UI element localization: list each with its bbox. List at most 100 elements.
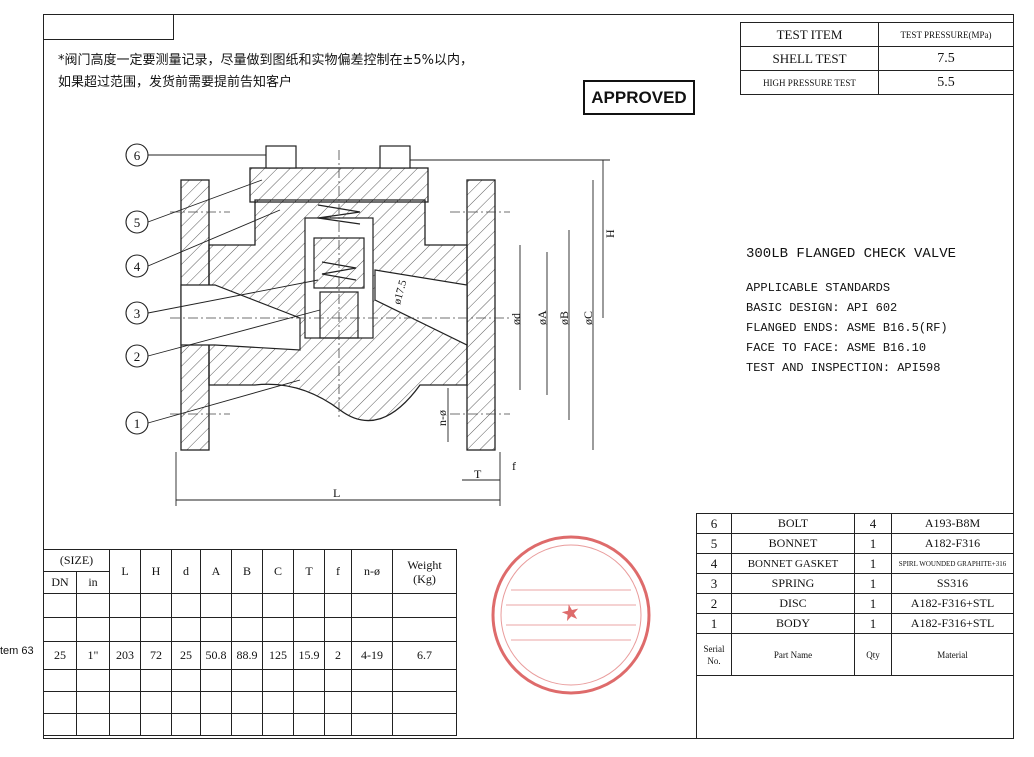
standards-heading: APPLICABLE STANDARDS [746, 281, 891, 295]
shell-test-label: SHELL TEST [740, 46, 879, 71]
footer-material: Material [891, 633, 1014, 676]
callout-4-label: 4 [134, 259, 141, 274]
note-line-2: 如果超过范围，发货前需要提前告知客户 [58, 75, 293, 90]
part-row-6: 6 BOLT 4 A193-B8M [696, 513, 1014, 534]
part-3-qty: 1 [854, 573, 892, 594]
right-flange [466, 179, 496, 451]
standards-list: APPLICABLE STANDARDS BASIC DESIGN: API 6… [746, 278, 948, 378]
part-5-qty: 1 [854, 533, 892, 554]
part-6-serial: 6 [696, 513, 732, 534]
standard-flanged-ends: FLANGED ENDS: ASME B16.5(RF) [746, 321, 948, 335]
part-3-serial: 3 [696, 573, 732, 594]
test-item-header: TEST ITEM [740, 22, 879, 47]
size-table: (SIZE) L H d A B C T f n-ø Weight (Kg) D… [43, 549, 457, 736]
part-4-qty: 1 [854, 553, 892, 574]
outlet-bore [374, 269, 468, 346]
part-3-name: SPRING [731, 573, 855, 594]
footer-part-name: Part Name [731, 633, 855, 676]
standard-test-inspection: TEST AND INSPECTION: API598 [746, 361, 941, 375]
test-pressure-table: TEST ITEM TEST PRESSURE(MPa) SHELL TEST … [740, 22, 1014, 95]
weight-label: Weight [407, 557, 442, 572]
svg-text:★: ★ [558, 599, 583, 628]
approved-stamp: APPROVED [583, 80, 695, 115]
row-d: 25 [171, 641, 201, 670]
shell-test-value: 7.5 [878, 46, 1014, 71]
dim-d-label: ød [509, 313, 523, 325]
parts-table-blank [696, 675, 1014, 739]
footer-qty: Qty [854, 633, 892, 676]
row-n: 4-19 [351, 641, 393, 670]
high-pressure-test-value: 5.5 [878, 70, 1014, 95]
col-H: H [140, 549, 172, 594]
footer-serial: Serial No. [696, 633, 732, 676]
part-2-name: DISC [731, 593, 855, 614]
col-L: L [109, 549, 141, 594]
note-line-1: *阀门高度一定要测量记录，尽量做到图纸和实物偏差控制在±5%以内， [58, 53, 474, 68]
measurement-note: *阀门高度一定要测量记录，尽量做到图纸和实物偏差控制在±5%以内， 如果超过范围… [58, 50, 473, 94]
dim-f-label: f [512, 459, 516, 473]
dim-H-label: H [603, 229, 617, 238]
col-T: T [293, 549, 325, 594]
col-dn: DN [43, 571, 77, 594]
row-B: 88.9 [231, 641, 263, 670]
high-pressure-test-label: HIGH PRESSURE TEST [740, 70, 879, 95]
dim-B-label: øB [557, 311, 571, 325]
standard-basic-design: BASIC DESIGN: API 602 [746, 301, 898, 315]
part-row-4: 4 BONNET GASKET 1 SPIRL WOUNDED GRAPHITE… [696, 553, 1014, 574]
dim-T-label: T [474, 467, 482, 481]
valve-title: 300LB FLANGED CHECK VALVE [746, 246, 957, 262]
part-row-1: 1 BODY 1 A182-F316+STL [696, 613, 1014, 634]
row-T: 15.9 [293, 641, 325, 670]
callout-3-label: 3 [134, 306, 141, 321]
part-1-name: BODY [731, 613, 855, 634]
row-dn: 25 [43, 641, 77, 670]
col-n: n-ø [351, 549, 393, 594]
part-4-name: BONNET GASKET [731, 553, 855, 574]
part-1-serial: 1 [696, 613, 732, 634]
title-tab [43, 14, 174, 40]
row-C: 125 [262, 641, 294, 670]
row-in: 1" [76, 641, 110, 670]
weight-unit: (Kg) [413, 571, 436, 586]
part-4-serial: 4 [696, 553, 732, 574]
part-5-name: BONNET [731, 533, 855, 554]
part-row-2: 2 DISC 1 A182-F316+STL [696, 593, 1014, 614]
size-row: 25 1" 203 72 25 50.8 88.9 125 15.9 2 4-1… [43, 641, 457, 670]
part-5-serial: 5 [696, 533, 732, 554]
part-1-material: A182-F316+STL [891, 613, 1014, 634]
dim-L-label: L [333, 486, 340, 500]
side-item-label: tem 63 [0, 645, 34, 657]
drawing-frame [43, 14, 1014, 739]
row-weight: 6.7 [392, 641, 457, 670]
part-5-material: A182-F316 [891, 533, 1014, 554]
col-f: f [324, 549, 352, 594]
part-2-serial: 2 [696, 593, 732, 614]
part-2-material: A182-F316+STL [891, 593, 1014, 614]
col-d: d [171, 549, 201, 594]
callout-2-label: 2 [134, 349, 141, 364]
parts-footer-row: Serial No. Part Name Qty Material [696, 633, 1014, 676]
part-row-3: 3 SPRING 1 SS316 [696, 573, 1014, 594]
part-6-material: A193-B8M [891, 513, 1014, 534]
part-3-material: SS316 [891, 573, 1014, 594]
size-header: (SIZE) [43, 549, 110, 572]
col-B: B [231, 549, 263, 594]
standard-face-to-face: FACE TO FACE: ASME B16.10 [746, 341, 927, 355]
dim-n-label: n-ø [435, 410, 449, 426]
part-6-qty: 4 [854, 513, 892, 534]
part-4-material: SPIRL WOUNDED GRAPHITE+316 [891, 553, 1014, 574]
col-in: in [76, 571, 110, 594]
col-weight: Weight (Kg) [392, 549, 457, 594]
col-C: C [262, 549, 294, 594]
part-1-qty: 1 [854, 613, 892, 634]
row-L: 203 [109, 641, 141, 670]
bolt-left [265, 145, 297, 169]
test-pressure-header: TEST PRESSURE(MPa) [878, 22, 1014, 47]
part-row-5: 5 BONNET 1 A182-F316 [696, 533, 1014, 554]
callout-5-label: 5 [134, 215, 141, 230]
dim-C-label: øC [581, 311, 595, 325]
row-f: 2 [324, 641, 352, 670]
callout-1-label: 1 [134, 416, 141, 431]
part-6-name: BOLT [731, 513, 855, 534]
